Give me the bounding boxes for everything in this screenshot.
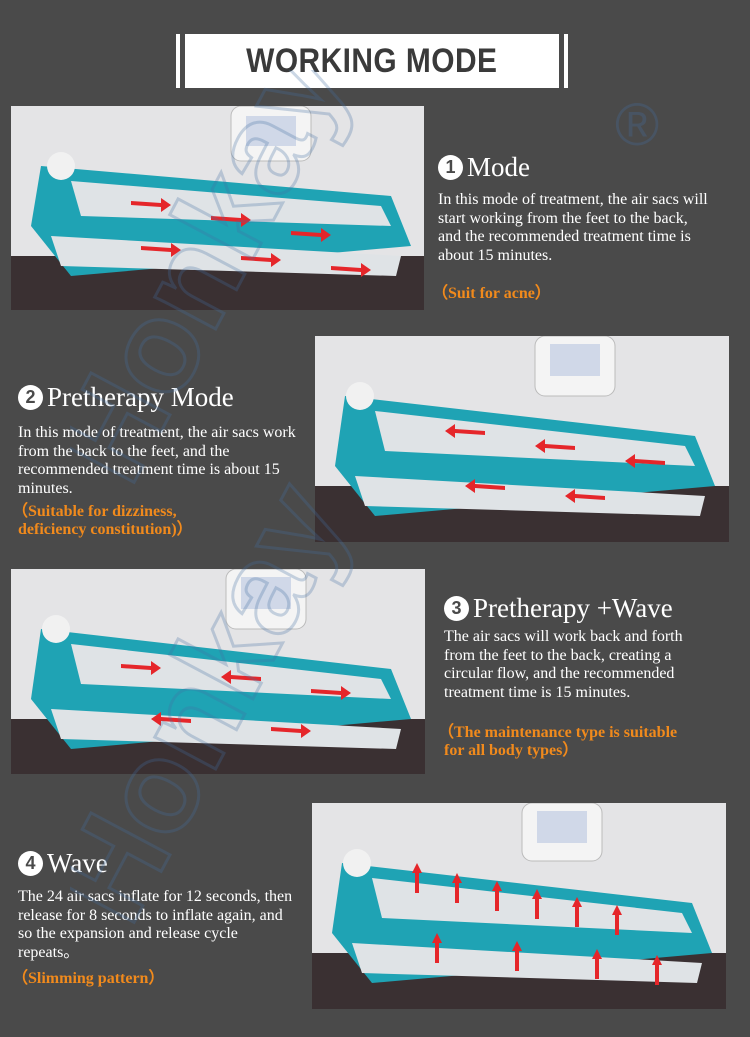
- header-banner: WORKING MODE: [176, 34, 568, 88]
- mode-4-description: The 24 air sacs inflate for 12 seconds, …: [18, 888, 293, 961]
- mode-2-description: In this mode of treatment, the air sacs …: [18, 424, 296, 497]
- page-title: WORKING MODE: [246, 41, 498, 80]
- mode-3-title-text: Pretherapy +Wave: [473, 593, 673, 623]
- mode-4-title-text: Wave: [47, 848, 108, 878]
- mode-2-note-line2: deficiency constitution)）: [18, 521, 193, 538]
- mode-2-title-text: Pretherapy Mode: [47, 382, 234, 412]
- mode-3-title: 3 Pretherapy +Wave: [444, 593, 673, 624]
- mode-3-photo: [11, 569, 425, 774]
- mode-3-note-line1: （The maintenance type is suitable: [438, 724, 678, 741]
- registered-mark-icon: ®: [615, 91, 659, 158]
- mode-2-photo: [315, 336, 729, 542]
- number-circle-icon: 1: [438, 155, 463, 180]
- mode-3-description: The air sacs will work back and forth fr…: [444, 628, 683, 701]
- number-circle-icon: 4: [18, 851, 43, 876]
- mode-3-note: （The maintenance type is suitable for al…: [438, 724, 748, 760]
- mode-2-note: （Suitable for dizziness, deficiency cons…: [12, 503, 312, 539]
- mode-4-title: 4 Wave: [18, 848, 108, 879]
- number-circle-icon: 2: [18, 385, 43, 410]
- red-arrow-icon: [131, 198, 371, 277]
- red-arrow-icon: [445, 424, 665, 503]
- mode-1-photo: [11, 106, 424, 310]
- mode-4-photo: [312, 803, 726, 1009]
- mode-1-description: In this mode of treatment, the air sacs …: [438, 191, 708, 264]
- red-arrow-icon: [121, 661, 351, 738]
- mode-1-title: 1 Mode: [438, 152, 530, 183]
- mode-2-note-line1: （Suitable for dizziness,: [12, 503, 177, 520]
- mode-1-title-text: Mode: [467, 152, 530, 182]
- mode-3-note-line2: for all body types）: [444, 742, 579, 759]
- mode-1-note: （Suit for acne）: [432, 285, 551, 302]
- mode-2-title: 2 Pretherapy Mode: [18, 382, 234, 413]
- number-circle-icon: 3: [444, 596, 469, 621]
- mode-4-note: （Slimming pattern）: [12, 970, 165, 987]
- red-arrow-icon: [412, 863, 662, 985]
